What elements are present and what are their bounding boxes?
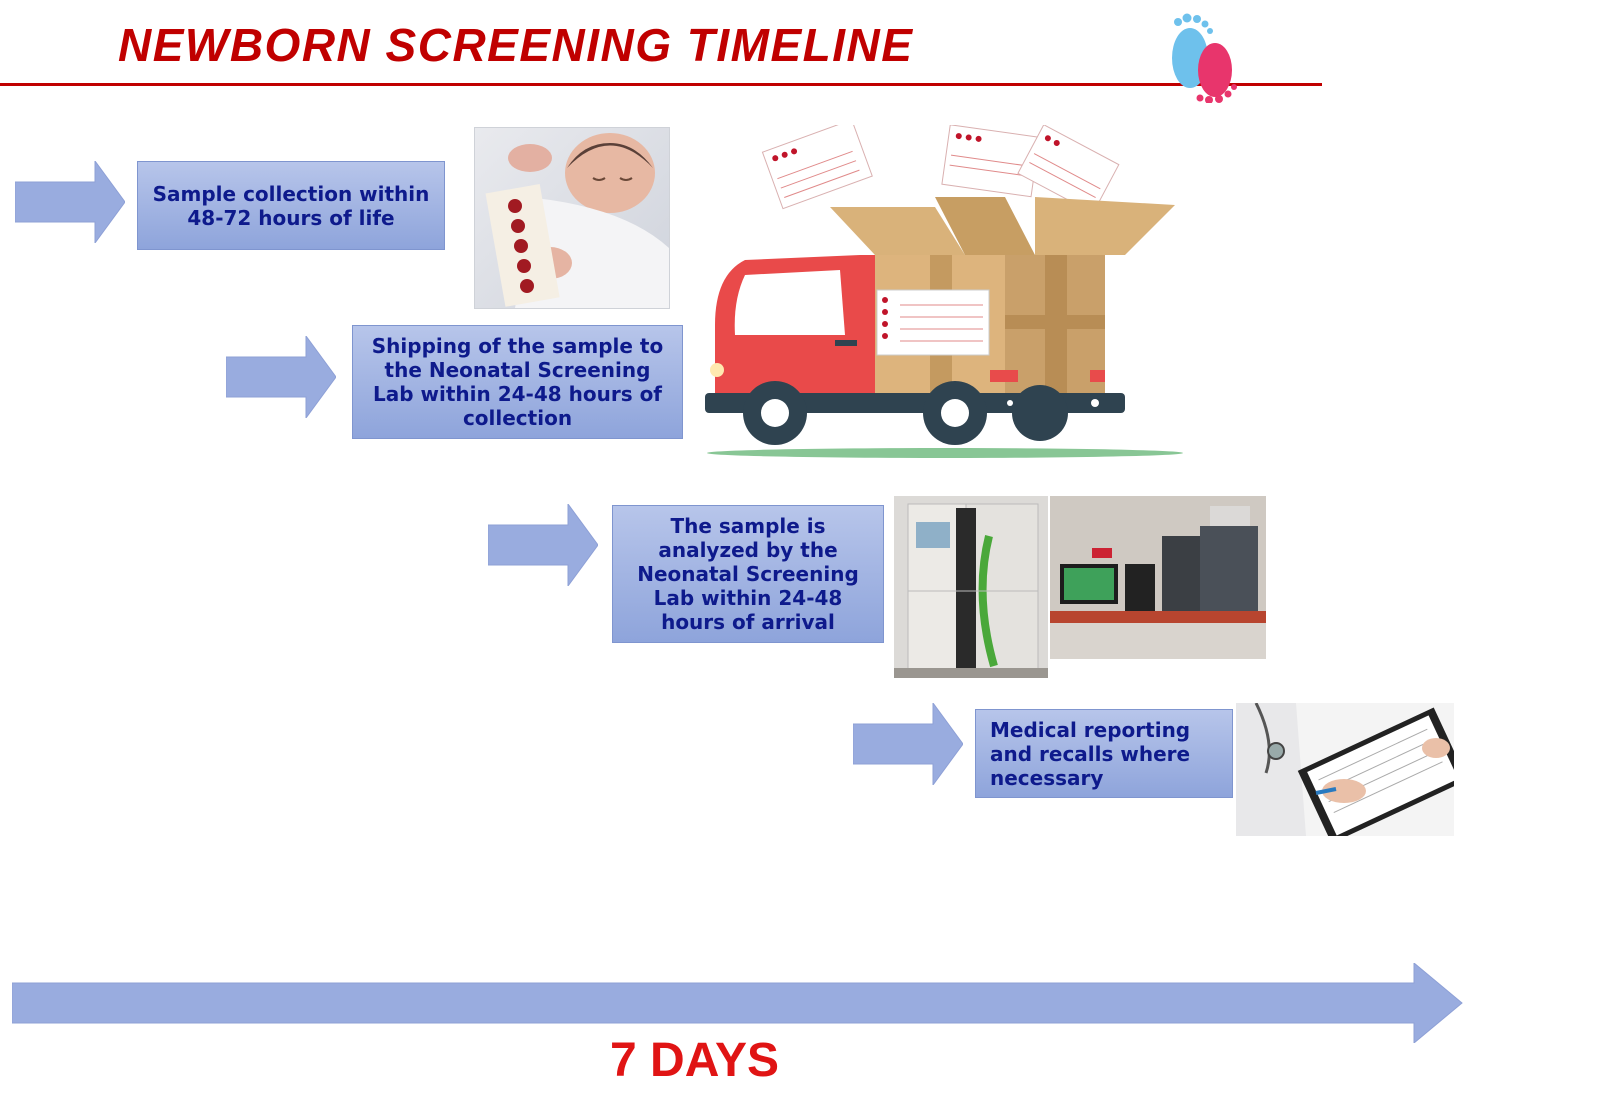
newborn-photo (474, 127, 670, 309)
lab-equipment-photo (894, 496, 1048, 678)
step-2-box: Shipping of the sample to the Neonatal S… (352, 325, 683, 439)
page-title: NEWBORN SCREENING TIMELINE (118, 19, 914, 71)
doctor-clipboard-photo (1236, 703, 1454, 836)
title-divider (0, 83, 1322, 86)
step-3-arrow (488, 504, 598, 586)
lab-equipment-photo (1050, 496, 1266, 659)
step-2-arrow (226, 336, 336, 418)
step-1-arrow (15, 161, 125, 243)
step-4-arrow (853, 703, 963, 785)
timeline-duration-label: 7 DAYS (610, 1034, 779, 1087)
timeline-arrow (12, 963, 1464, 1043)
step-1-box: Sample collection within 48-72 hours of … (137, 161, 445, 250)
truck-illustration (705, 119, 1185, 460)
step-4-box: Medical reporting and recalls where nece… (975, 709, 1233, 798)
baby-feet-icon (1160, 8, 1250, 104)
step-3-box: The sample is analyzed by the Neonatal S… (612, 505, 884, 643)
